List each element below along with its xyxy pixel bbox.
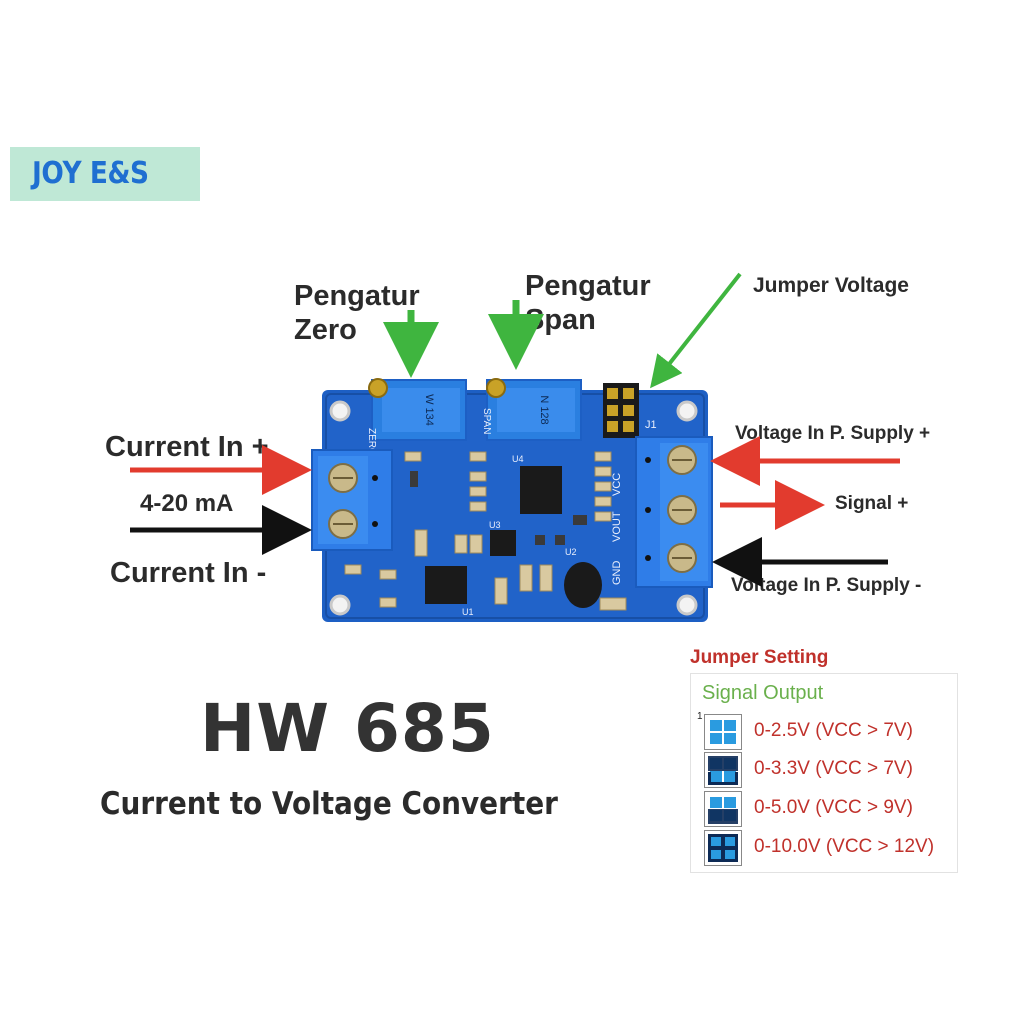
mount-hole-icon [329,400,351,422]
zero-potentiometer[interactable]: W 134 [368,378,467,441]
mount-hole-icon [676,400,698,422]
pin-one-marker: 1 [697,711,703,722]
product-model: HW 685 [200,690,495,767]
current-terminal-block[interactable] [311,449,393,551]
jumper-option-label: 0-3.3V (VCC > 7V) [754,758,913,779]
supply-minus-label: Voltage In P. Supply - [731,575,922,596]
span-label-line1: Pengatur [525,270,651,302]
jumper-option-row: 0-2.5V (VCC > 7V) [704,714,954,750]
span-label: Pengatur Span [525,269,651,337]
jumper-pointer-arrow-icon [650,272,742,389]
jumper-option-label: 0-2.5V (VCC > 7V) [754,720,913,741]
zero-label: Pengatur Zero [294,279,420,347]
jumper-none-icon [704,714,742,750]
ic-u1 [425,566,467,604]
output-terminal-block[interactable] [635,436,713,588]
j1-silk: J1 [645,419,657,431]
jumper-all-bridged-icon [704,830,742,866]
current-range-label: 4-20 mA [140,490,234,517]
brand-text: JOY E&S [32,156,149,191]
zero-silk: ZERO [366,428,377,456]
jumper-option-label: 0-5.0V (VCC > 9V) [754,797,913,818]
pcb-board: W 134 N 128 ZERO SPAN J1 U4 U1 U3 U2 [311,378,713,622]
product-description: Current to Voltage Converter [100,786,558,822]
vcc-silk: VCC [611,473,623,496]
jumper-option-row: 0-10.0V (VCC > 12V) [704,830,954,866]
transistor [564,562,602,608]
span-potentiometer[interactable]: N 128 [486,378,582,441]
jumper-option-label: 0-10.0V (VCC > 12V) [754,836,935,857]
zero-label-line2: Zero [294,314,357,346]
supply-plus-label: Voltage In P. Supply + [735,423,931,444]
jumper-bottom-bridged-icon [704,791,742,827]
jumper-option-row: 0-3.3V (VCC > 7V) [704,752,954,788]
jumper-top-bridged-icon [704,752,742,788]
signal-plus-label: Signal + [835,493,909,514]
trim-screw-icon[interactable] [368,378,388,398]
mount-hole-icon [329,594,351,616]
mount-hole-icon [676,594,698,616]
u4-silk: U4 [512,454,524,464]
u2-silk: U2 [565,547,577,557]
ic-u4 [520,466,562,514]
jumper-option-row: 0-5.0V (VCC > 9V) [704,791,954,827]
u1-silk: U1 [462,607,474,617]
jumper-header[interactable]: J1 [603,383,657,438]
gnd-silk: GND [611,561,623,586]
u3-silk: U3 [489,520,501,530]
trim-screw-icon[interactable] [486,378,506,398]
span-silk: SPAN [481,408,492,435]
jumper-voltage-label: Jumper Voltage [753,274,909,297]
pot2-text: N 128 [538,395,550,424]
vout-silk: VOUT [611,511,623,542]
pot1-text: W 134 [423,394,435,426]
jumper-setting-title: Jumper Setting [690,647,829,668]
current-in-minus-label: Current In - [110,557,267,589]
jumper-setting-subtitle: Signal Output [702,682,824,704]
current-in-plus-label: Current In + [105,431,269,463]
ic-u3 [490,530,516,556]
zero-label-line1: Pengatur [294,280,420,312]
brand-badge: JOY E&S [10,147,200,201]
